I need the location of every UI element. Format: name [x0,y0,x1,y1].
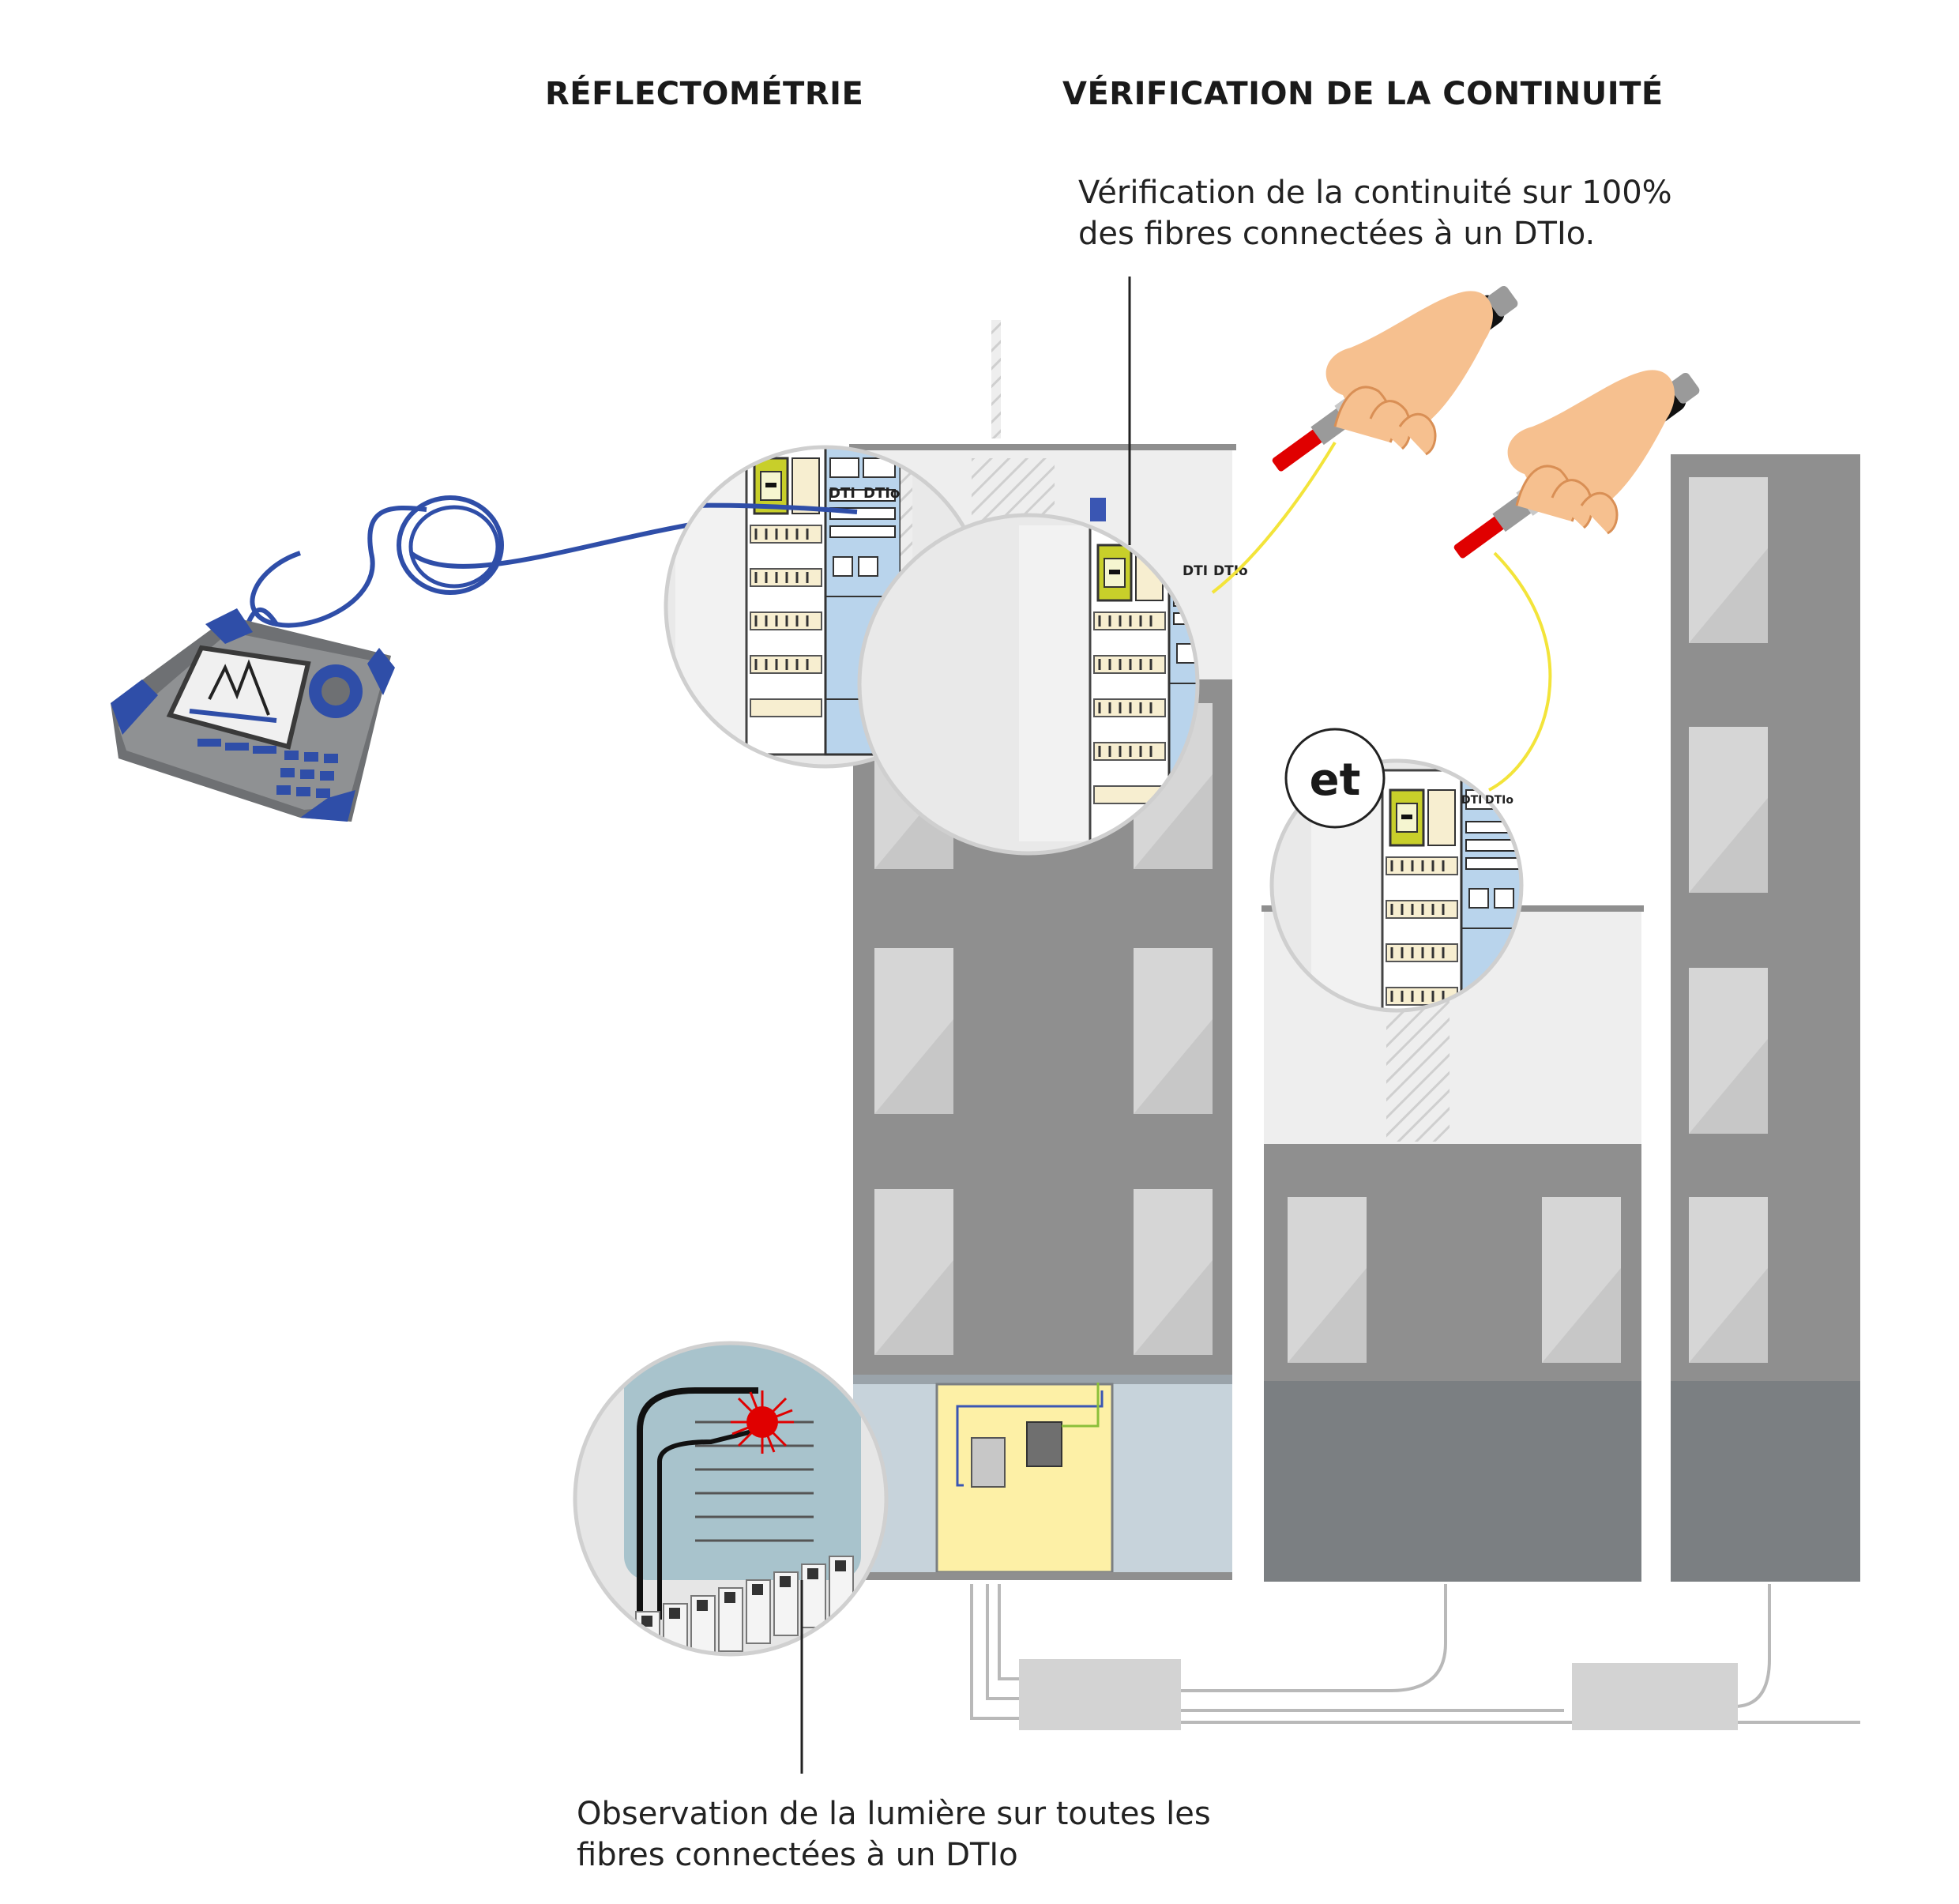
building-middle [1262,905,1644,1582]
label-dti-1: DTI [829,485,855,502]
chamber-1 [1019,1659,1181,1730]
et-label: et [1310,754,1361,806]
zoom-light-observation [569,1335,901,1675]
red-light-icon [731,1390,794,1454]
building-right [1671,454,1860,1582]
hand-light-pen-icon [1213,281,1703,790]
chamber-2 [1572,1663,1738,1730]
label-dtio-1: DTIo [863,485,900,502]
technical-room [937,1384,1112,1572]
label-dti-3: DTI [1461,794,1482,807]
label-dtio-3: DTIo [1485,794,1513,807]
et-badge: et [1286,729,1384,827]
label-dti-2: DTI [1183,563,1208,579]
